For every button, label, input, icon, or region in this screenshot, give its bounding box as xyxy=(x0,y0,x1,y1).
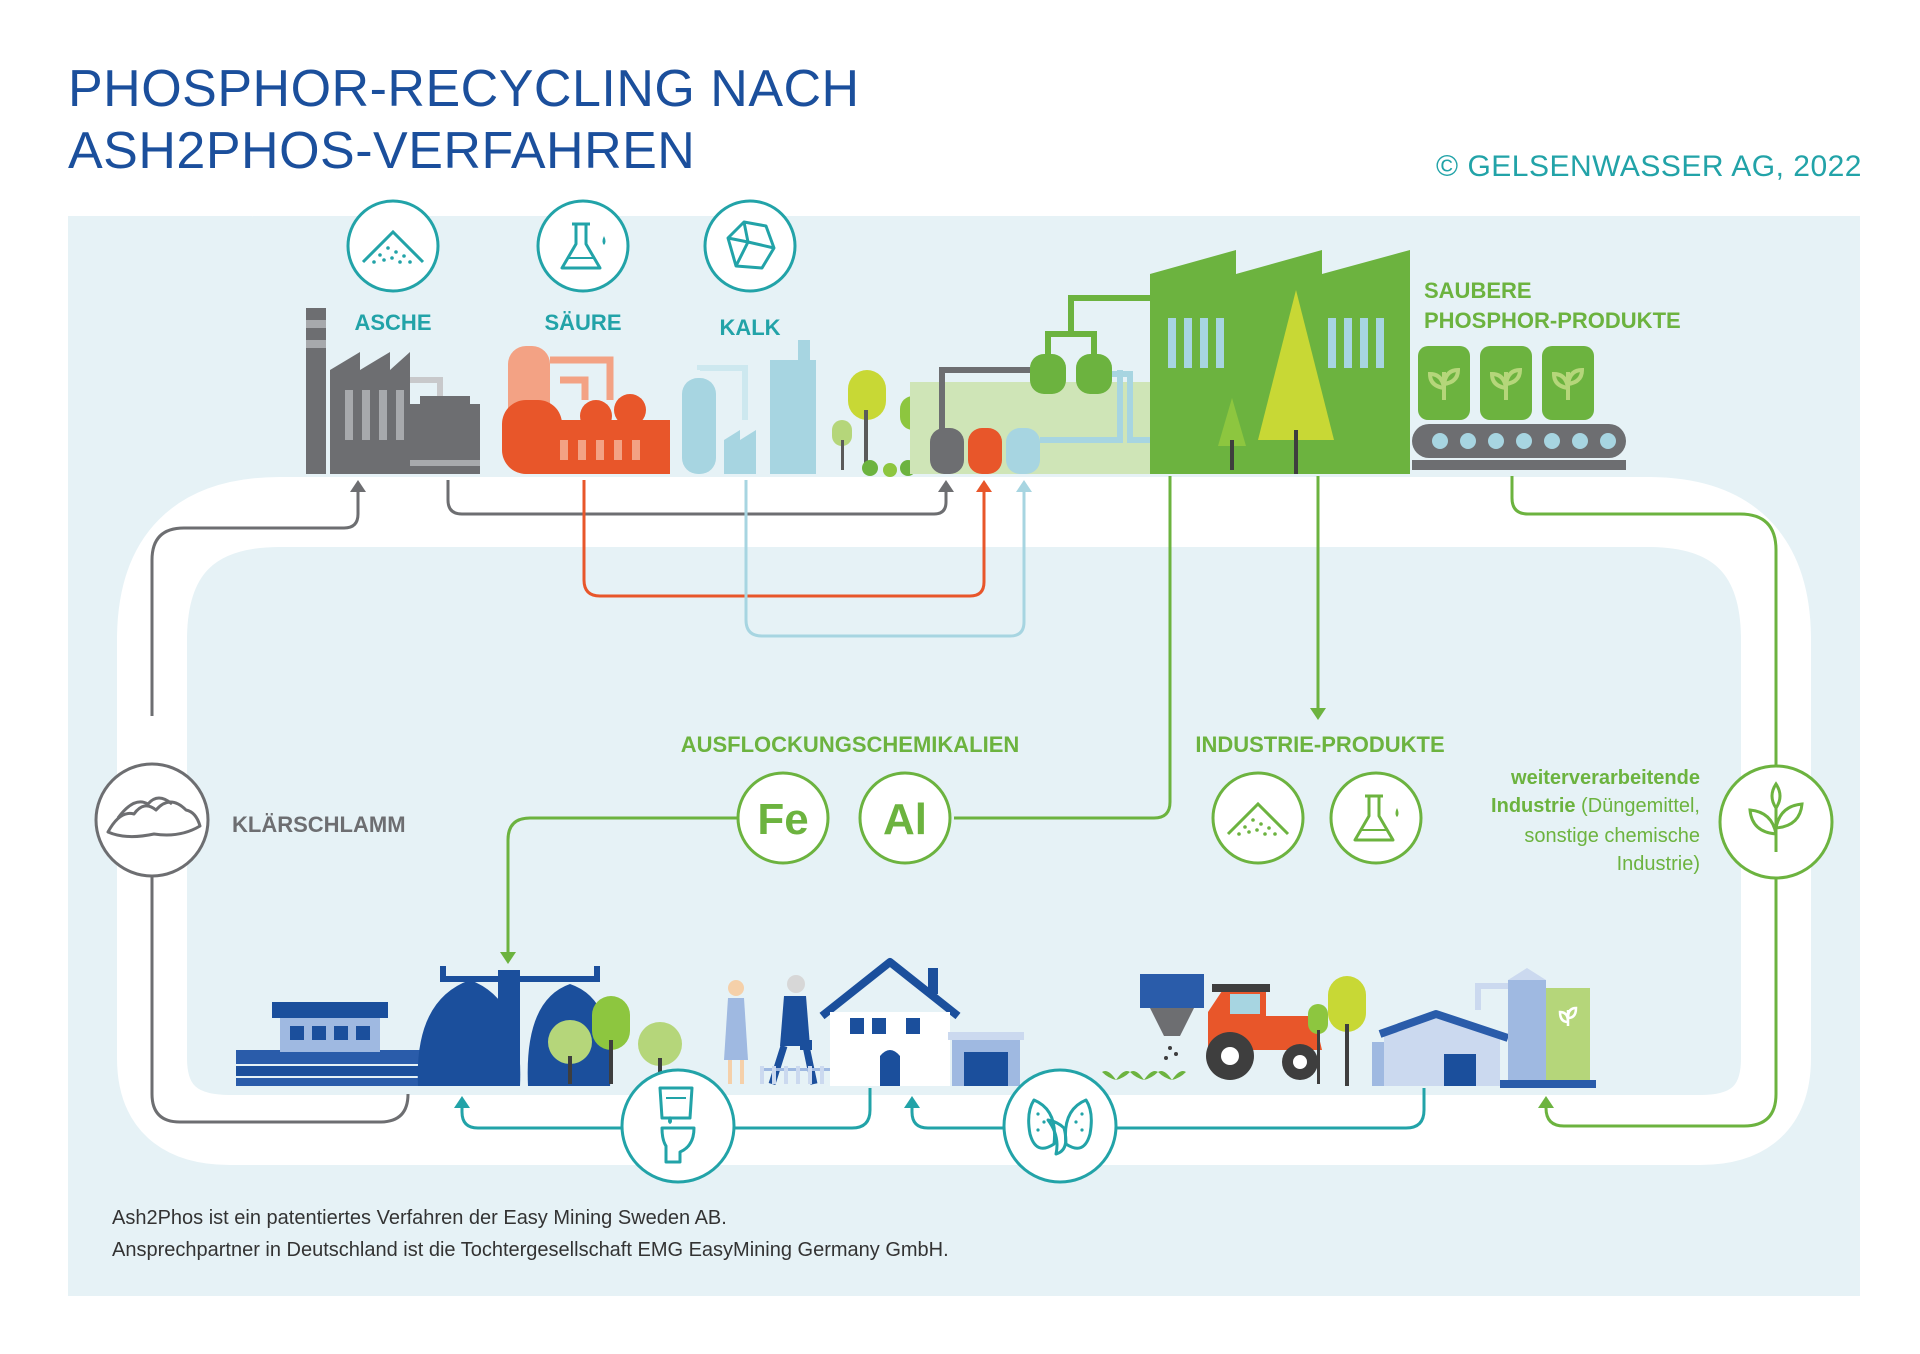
trees-between-plants xyxy=(832,370,926,477)
flocculants-heading: AUSFLOCKUNGSCHEMIKALIEN xyxy=(681,732,1020,757)
al-badge xyxy=(858,771,952,865)
footnote-line-2: Ansprechpartner in Deutschland ist die T… xyxy=(112,1239,949,1261)
acid-plant xyxy=(502,346,670,474)
trees-left xyxy=(548,996,682,1084)
copyright-notice: © GELSENWASSER AG, 2022 xyxy=(1436,150,1862,183)
saeure-label: SÄURE xyxy=(544,310,621,335)
fertilizer-bag-1 xyxy=(1418,346,1470,420)
fertilizer-bag-3 xyxy=(1542,346,1594,420)
page-title-line-2: ASH2PHOS-VERFAHREN xyxy=(68,122,696,180)
page-title: PHOSPHOR-RECYCLING NACH ASH2PHOS-VERFAHR… xyxy=(68,58,860,182)
downstream-bold-line-1: weiterverarbeitende xyxy=(1510,767,1700,789)
asche-label: ASCHE xyxy=(354,310,431,335)
downstream-rest-line-2: (Düngemittel, xyxy=(1576,795,1701,817)
fertilizer-plant xyxy=(1372,968,1596,1088)
flocculant-flow-line xyxy=(506,476,1172,955)
lime-rock-icon xyxy=(703,199,797,293)
downstream-flow-line xyxy=(1510,476,1778,1128)
ash-plant xyxy=(247,197,480,474)
toilet-icon xyxy=(620,1068,736,1184)
seeds-icon xyxy=(1002,1068,1118,1184)
page-title-line-1: PHOSPHOR-RECYCLING NACH xyxy=(68,60,860,118)
downstream-line-4: Industrie) xyxy=(1617,853,1700,875)
wastewater-treatment-plant xyxy=(236,966,612,1086)
seedlings xyxy=(1102,1071,1186,1080)
ash-flow-line xyxy=(446,480,948,516)
sprout-icon xyxy=(1718,764,1834,880)
footnote-line-1: Ash2Phos ist ein patentiertes Verfahren … xyxy=(112,1207,727,1229)
flask-icon xyxy=(1329,771,1423,865)
phosphor-factory xyxy=(1150,250,1410,474)
downstream-line-3: sonstige chemische xyxy=(1524,825,1700,847)
flask-icon xyxy=(536,199,630,293)
farm-scene xyxy=(1102,974,1366,1086)
fe-symbol: Fe xyxy=(757,795,808,844)
products-heading-line-2: PHOSPHOR-PRODUKTE xyxy=(1424,308,1681,333)
acid-flow-line xyxy=(582,480,986,598)
kalk-label: KALK xyxy=(719,315,780,340)
sludge-flow-line xyxy=(150,488,410,1124)
fertilizer-bag-2 xyxy=(1480,346,1532,420)
product-conveyor xyxy=(1412,346,1626,470)
cycle-loop xyxy=(117,477,1811,1165)
residential-house xyxy=(819,958,1024,1086)
sludge-icon xyxy=(94,762,210,878)
downstream-line-2: Industrie (Düngemittel, xyxy=(1491,795,1700,817)
ash-pile-icon xyxy=(346,199,440,293)
downstream-bold-line-2: Industrie xyxy=(1491,795,1575,817)
ash2phos-reactor xyxy=(910,295,1150,474)
sludge-label: KLÄRSCHLAMM xyxy=(232,812,406,837)
wastewater-flow-line-2 xyxy=(910,1088,1426,1130)
al-symbol: Al xyxy=(883,795,927,844)
products-heading-line-1: SAUBERE xyxy=(1424,278,1532,303)
ash-pile-icon xyxy=(1211,771,1305,865)
fe-badge xyxy=(736,771,830,865)
lime-flow-line xyxy=(744,480,1026,638)
industrial-products-heading: INDUSTRIE-PRODUKTE xyxy=(1195,732,1444,757)
lime-plant xyxy=(682,340,816,474)
